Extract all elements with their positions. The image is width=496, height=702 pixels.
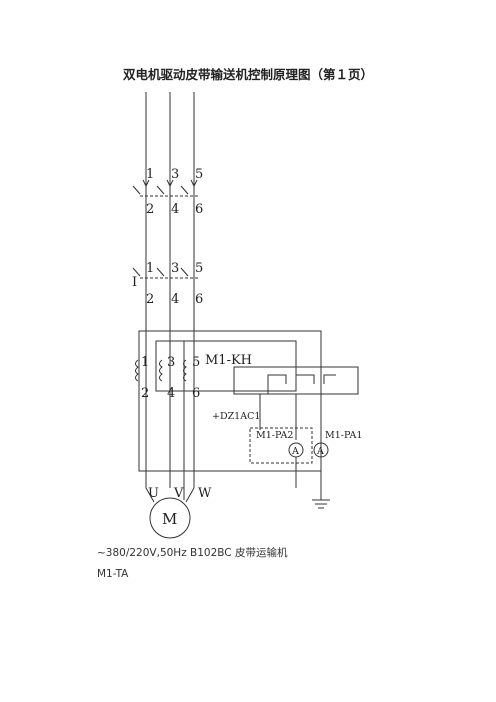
motor-terminal-u: U [148,486,159,501]
motor-symbol: M [162,510,177,528]
ammeter-pa2-label: M1-PA2 [256,430,293,441]
motor-terminal-w: W [198,486,212,501]
ct-terminal-1: 1 [141,355,149,370]
breaker-terminal-4: 4 [171,202,179,217]
contactor-terminal-5: 5 [195,261,203,276]
contactor-marker: I [132,275,137,290]
contactor-terminal-2: 2 [146,292,154,307]
contactor-terminal-1: 1 [146,261,154,276]
breaker-terminal-3: 3 [171,167,179,182]
ammeter-pa1-label: M1-PA1 [325,430,362,441]
ct-terminal-2: 2 [141,386,149,401]
ground-symbol [312,499,330,509]
contactor-terminal-3: 3 [171,261,179,276]
ct-terminal-6: 6 [192,386,200,401]
breaker-terminal-6: 6 [195,202,203,217]
caption-line-1: ~380/220V,50Hz B102BC 皮带运输机 [97,547,288,559]
control-wiring-frame [155,340,297,392]
contactor-terminal-4: 4 [171,292,179,307]
ct-terminal-5: 5 [192,355,200,370]
ammeter-pa1-symbol: A [316,446,324,457]
breaker-terminal-2: 2 [146,202,154,217]
ammeter-module-box [249,427,313,464]
ct-terminal-3: 3 [167,355,175,370]
breaker-terminal-5: 5 [195,167,203,182]
page-title: 双电机驱动皮带输送机控制原理图（第１页） [122,67,373,82]
ammeter-module-label: +DZ1AC1 [212,411,260,422]
caption-line-2: M1-TA [97,568,129,580]
ammeter-pa2-symbol: A [291,446,299,457]
circuit-breaker-switch [132,185,200,197]
breaker-terminal-1: 1 [146,167,154,182]
contactor-terminal-6: 6 [195,292,203,307]
current-transformer-coils [135,359,187,382]
contactor-switch [132,267,200,279]
ct-terminal-4: 4 [167,386,175,401]
thermal-relay-label: M1-KH [205,353,252,368]
motor-terminal-v: V [173,486,184,501]
motor-circle [149,497,191,539]
